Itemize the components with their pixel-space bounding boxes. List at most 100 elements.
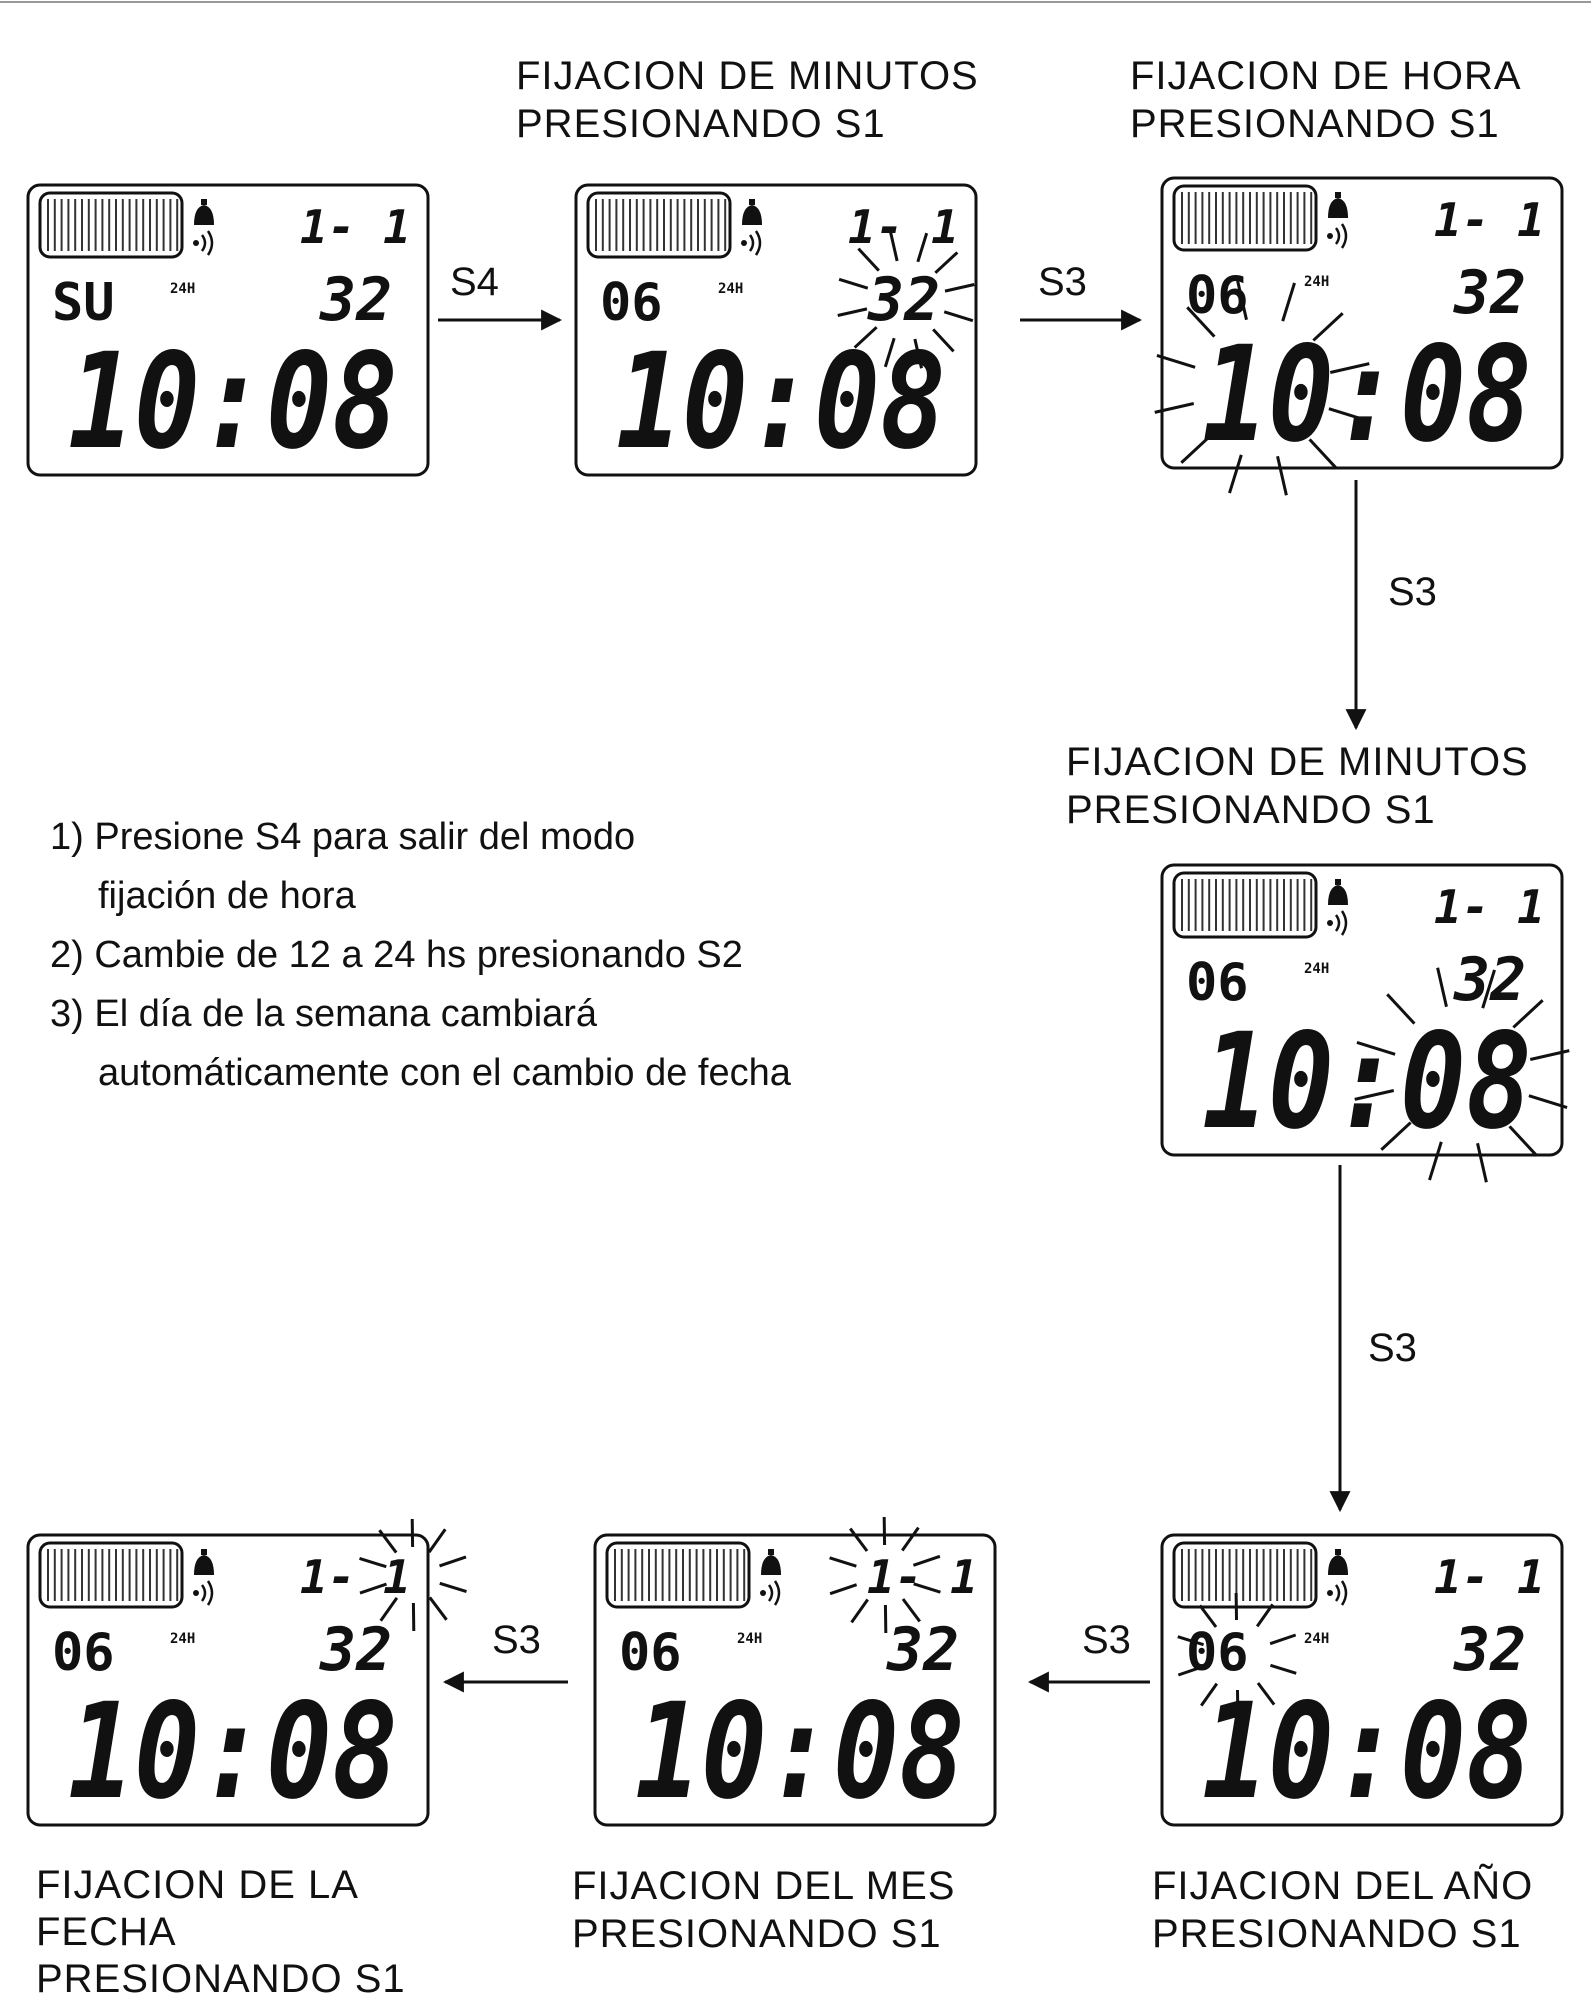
time-display: 10:08 (68, 325, 398, 479)
blink-ray (1380, 1121, 1412, 1151)
alarm-bell-icon (1328, 879, 1348, 905)
blink-ray (916, 232, 929, 263)
weekday-display: SU (52, 273, 115, 333)
mode-24h-label: 24H (1304, 961, 1329, 977)
blink-ray (932, 328, 955, 353)
arrow-label-s3: S3 (492, 1618, 541, 1662)
time-display: 10:08 (635, 1675, 965, 1829)
weekday-display: 06 (1186, 1623, 1249, 1683)
seconds-display: 32 (1453, 1615, 1526, 1685)
blink-ray (1312, 312, 1344, 342)
mode-24h-label: 24H (737, 1631, 762, 1647)
blink-ray (1512, 999, 1544, 1029)
blink-ray (857, 247, 880, 272)
blink-ray (1186, 306, 1216, 338)
blink-ray (1281, 282, 1296, 322)
solar-panel-icon (1172, 184, 1318, 252)
blink-ray (359, 1582, 387, 1595)
blink-ray (1481, 969, 1496, 1009)
solar-panel-icon (38, 1541, 184, 1609)
blink-ray (1436, 967, 1448, 1008)
blink-ray (883, 337, 896, 368)
instruction-1-cont: fijación de hora (98, 874, 356, 917)
blink-ray (1156, 354, 1196, 369)
time-display: 10:08 (1202, 1005, 1532, 1159)
blink-ray (1528, 1094, 1568, 1109)
time-display: 10:08 (68, 1675, 398, 1829)
blink-ray (1428, 1141, 1443, 1181)
date-display: 1- 1 (300, 1550, 411, 1604)
blink-ray (901, 1598, 921, 1623)
blink-ray (1198, 1604, 1218, 1628)
blink-ray (1276, 455, 1288, 496)
blink-ray (1386, 993, 1416, 1025)
blink-ray (378, 1529, 398, 1554)
signal-icon (741, 230, 762, 256)
blink-ray (1177, 1664, 1205, 1677)
blink-ray (1256, 1682, 1276, 1706)
alarm-bell-icon (742, 199, 762, 225)
blink-ray (1154, 402, 1195, 414)
mode-24h-label: 24H (1304, 274, 1329, 290)
blink-ray (1356, 1041, 1396, 1056)
time-display: 10:08 (1202, 318, 1532, 472)
instruction-3: 3) El día de la semana cambiará (50, 992, 598, 1035)
instruction-2: 2) Cambie de 12 a 24 hs presionando S2 (50, 933, 743, 976)
blink-ray (912, 1554, 941, 1567)
blink-ray (838, 277, 869, 290)
solar-panel-icon (1172, 871, 1318, 939)
blink-ray (1228, 454, 1243, 494)
blink-ray (1269, 1633, 1297, 1646)
signal-icon (193, 230, 214, 256)
weekday-display: 06 (1186, 953, 1249, 1013)
date-display: 1- 1 (848, 200, 959, 254)
mode-24h-label: 24H (170, 281, 195, 297)
blink-ray (428, 1596, 448, 1621)
date-display: 1- 1 (867, 1550, 978, 1604)
blink-ray (1328, 407, 1368, 422)
solar-panel-icon (1172, 1541, 1318, 1609)
date-display: 1- 1 (1434, 193, 1545, 247)
blink-ray (1508, 1125, 1538, 1157)
blink-ray (1236, 280, 1248, 321)
blink-ray (1269, 1663, 1297, 1675)
mode-24h-label: 24H (170, 1631, 195, 1647)
signal-icon (760, 1580, 781, 1606)
alarm-bell-icon (194, 199, 214, 225)
blink-ray (853, 326, 878, 349)
arrow-label-s3: S3 (1388, 570, 1437, 614)
date-display: 1- 1 (1434, 880, 1545, 934)
instructions-list: 1) Presione S4 para salir del modo fijac… (50, 808, 791, 1102)
alarm-bell-icon (1328, 192, 1348, 218)
solar-panel-icon (38, 191, 184, 259)
alarm-bell-icon (194, 1549, 214, 1575)
signal-icon (1327, 1580, 1348, 1606)
blink-ray (439, 1581, 467, 1593)
alarm-bell-icon (1328, 1549, 1348, 1575)
seconds-display: 32 (1453, 258, 1526, 328)
seconds-display: 32 (319, 265, 392, 335)
date-display: 1- 1 (300, 200, 411, 254)
arrow-label-s3: S3 (1368, 1326, 1417, 1370)
blink-ray (944, 283, 975, 293)
blink-ray (1180, 434, 1212, 464)
seconds-display: 32 (867, 265, 940, 335)
blink-ray (1308, 438, 1338, 470)
blink-ray (850, 1598, 869, 1624)
blink-ray (1329, 362, 1370, 374)
alarm-bell-icon (761, 1549, 781, 1575)
blink-ray (849, 1527, 869, 1552)
blink-ray (913, 1582, 941, 1594)
signal-icon (1327, 223, 1348, 249)
arrow-label-s4: S4 (450, 260, 499, 304)
blink-ray (943, 310, 974, 323)
